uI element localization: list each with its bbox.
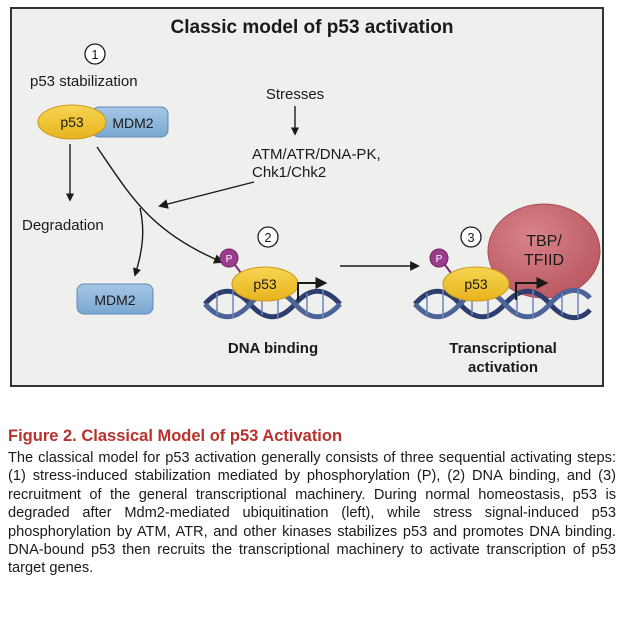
p53-label-3: p53	[464, 276, 488, 292]
label-stresses: Stresses	[266, 86, 324, 103]
step-1-number: 1	[91, 47, 98, 62]
step-1-marker: 1	[84, 43, 106, 65]
p53-label: p53	[60, 114, 84, 130]
figure-panel	[10, 7, 604, 387]
mdm2-label: MDM2	[112, 115, 153, 131]
phospho-circle-2	[219, 248, 239, 268]
phospho-circle-3	[429, 248, 449, 268]
transcription-start-arrow-1	[297, 277, 328, 300]
label-kinases-line1: ATM/ATR/DNA-PK,	[252, 146, 381, 163]
label-activation: activation	[468, 359, 538, 376]
transcription-p53: p53 P	[429, 248, 510, 302]
step-2-number: 2	[264, 230, 271, 245]
tbp-label-line2: TFIID	[524, 252, 564, 269]
dna-bound-p53: p53 P	[219, 248, 299, 302]
step-3-number: 3	[467, 230, 474, 245]
phospho-label-2: P	[226, 254, 233, 265]
label-kinases-line2: Chk1/Chk2	[252, 164, 326, 181]
p53-mdm2-complex: MDM2 p53	[37, 104, 169, 140]
p53-label-2: p53	[253, 276, 277, 292]
released-mdm2-box	[76, 283, 154, 315]
transcription-start-arrow-2	[515, 277, 549, 300]
label-degradation: Degradation	[22, 217, 104, 234]
label-p53-stabilization: p53 stabilization	[30, 73, 138, 90]
p53-activation-diagram: Classic model of p53 activation 1 p53 st…	[22, 17, 601, 376]
label-transcriptional: Transcriptional	[449, 340, 557, 357]
step-3-marker: 3	[460, 226, 482, 248]
to-mdm2-release-arrow	[133, 207, 144, 277]
caption-body: The classical model for p53 activation g…	[8, 450, 616, 577]
kinase-to-pathway-arrow	[158, 181, 255, 209]
label-dna-binding: DNA binding	[228, 340, 318, 357]
phospho-label-3: P	[436, 254, 443, 265]
released-mdm2-label: MDM2	[94, 292, 135, 308]
p53-ellipse	[37, 104, 107, 140]
to-dna-binding-arrow	[96, 146, 224, 264]
caption-title: Figure 2. Classical Model of p53 Activat…	[8, 427, 343, 445]
p53-ellipse-3	[442, 266, 510, 302]
tbp-label-line1: TBP/	[526, 233, 562, 250]
dna-helix-2	[413, 288, 592, 320]
figure-title: Classic model of p53 activation	[171, 17, 454, 38]
step-2-marker: 2	[257, 226, 279, 248]
